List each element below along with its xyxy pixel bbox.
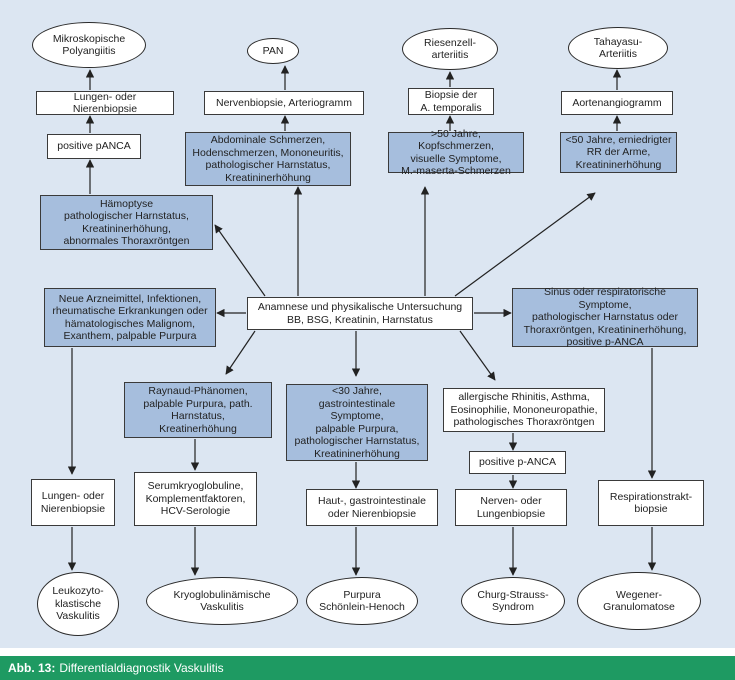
box-anamnese-center: Anamnese und physikalische Untersuchung … bbox=[247, 297, 473, 330]
box-abdominal-symptoms: Abdominale Schmerzen, Hodenschmerzen, Mo… bbox=[185, 132, 351, 186]
caption-label: Abb. 13: bbox=[8, 661, 56, 675]
box-drugs-infections: Neue Arzneimittel, Infektionen, rheumati… bbox=[44, 288, 216, 347]
node-leukozytoklastische-vaskulitis: Leukozyto- klastische Vaskulitis bbox=[37, 572, 119, 636]
box-lung-kidney-biopsy-2: Lungen- oder Nierenbiopsie bbox=[31, 479, 115, 526]
box-cryoglobulins: Serumkryoglobuline, Komplementfaktoren, … bbox=[134, 472, 257, 526]
box-lung-kidney-biopsy: Lungen- oder Nierenbiopsie bbox=[36, 91, 174, 115]
node-wegener-granulomatose: Wegener- Granulomatose bbox=[577, 572, 701, 630]
box-nerve-lung-biopsy: Nerven- oder Lungenbiopsie bbox=[455, 489, 567, 526]
box-under30-symptoms: <30 Jahre, gastrointestinale Symptome, p… bbox=[286, 384, 428, 461]
box-over50-symptoms: >50 Jahre, Kopfschmerzen, visuelle Sympt… bbox=[388, 128, 524, 177]
arrow-center-to-under50 bbox=[454, 192, 596, 297]
box-nerve-biopsy: Nervenbiopsie, Arteriogramm bbox=[204, 91, 364, 115]
arrow-center-to-haemoptyse bbox=[214, 224, 266, 297]
figure-caption: Abb. 13: Differentialdiagnostik Vaskulit… bbox=[0, 656, 735, 680]
box-haemoptyse: Hämoptyse pathologischer Harnstatus, Kre… bbox=[40, 195, 213, 250]
box-raynaud: Raynaud-Phänomen, palpable Purpura, path… bbox=[124, 382, 272, 438]
box-sinus-symptoms: Sinus oder respiratorische Symptome, pat… bbox=[512, 286, 698, 348]
node-pan: PAN bbox=[247, 38, 299, 64]
arrow-center-to-raynaud bbox=[225, 330, 256, 375]
box-positive-panca-2: positive p-ANCA bbox=[469, 451, 566, 474]
box-positive-panca: positive pANCA bbox=[47, 134, 141, 159]
node-churg-strauss-syndrom: Churg-Strauss- Syndrom bbox=[461, 577, 565, 625]
box-temporalis-biopsy: Biopsie der A. temporalis bbox=[408, 88, 494, 115]
box-under50-symptoms: <50 Jahre, erniedrigter RR der Arme, Kre… bbox=[560, 132, 677, 173]
node-kryoglobulinaemische-vaskulitis: Kryoglobulinämische Vaskulitis bbox=[146, 577, 298, 625]
flow-arrows bbox=[67, 65, 657, 576]
node-takayasu-arteriitis: Tahayasu- Arteriitis bbox=[568, 27, 668, 69]
box-respiratory-biopsy: Respirationstrakt- biopsie bbox=[598, 480, 704, 526]
diagram-panel: Mikroskopische Polyangiitis PAN Riesenze… bbox=[0, 0, 735, 648]
caption-text: Differentialdiagnostik Vaskulitis bbox=[59, 661, 224, 675]
box-aortenangiogramm: Aortenangiogramm bbox=[561, 91, 673, 115]
node-riesenzell-arteriitis: Riesenzell- arteriitis bbox=[402, 28, 498, 70]
box-skin-gi-kidney-biopsy: Haut-, gastrointestinale oder Nierenbiop… bbox=[306, 489, 438, 526]
node-purpura-schoenlein-henoch: Purpura Schönlein-Henoch bbox=[306, 577, 418, 625]
box-allergic-symptoms: allergische Rhinitis, Asthma, Eosinophil… bbox=[443, 388, 605, 432]
node-mikroskopische-polyangiitis: Mikroskopische Polyangiitis bbox=[32, 22, 146, 68]
arrow-center-to-allergic bbox=[459, 330, 496, 381]
